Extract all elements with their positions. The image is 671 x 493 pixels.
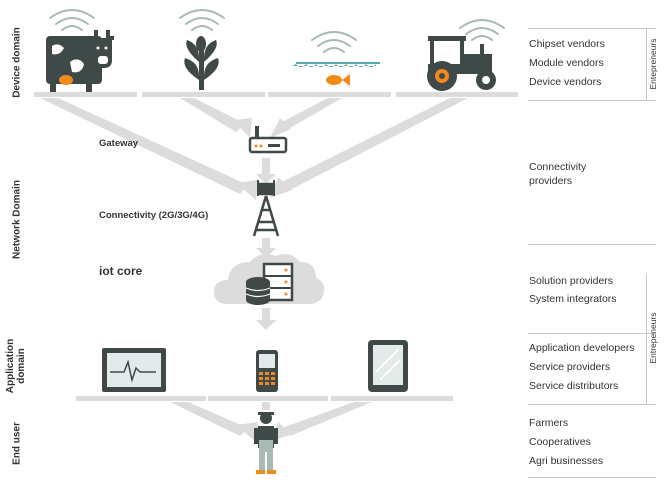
router-icon: [248, 126, 288, 154]
flow-arrows: [34, 92, 518, 442]
role-farmers: Farmers: [529, 417, 569, 429]
tablet-icon: [368, 340, 408, 392]
device-shelf: [142, 92, 265, 97]
cloud-server-icon: [214, 254, 325, 305]
arrow-to-tower: [282, 98, 468, 190]
arrowhead: [270, 177, 292, 198]
bracket-line: [646, 274, 647, 404]
arrowhead: [233, 118, 252, 138]
arrow-to-gateway: [282, 98, 342, 128]
role-solution-providers: Solution providers: [529, 275, 614, 287]
side-tag-middle: Entrepeneurs: [648, 312, 658, 364]
role-cooperatives: Cooperatives: [529, 436, 591, 448]
plant-icon: [184, 36, 219, 90]
app-shelf: [76, 396, 206, 401]
domain-label-application: Application domain: [5, 338, 27, 394]
cell-tower-icon: [252, 180, 280, 237]
device-shelf: [34, 92, 137, 97]
role-module-vendors: Module vendors: [529, 57, 604, 69]
side-tag-top: Entepreneurs: [648, 38, 658, 90]
arrow-to-gateway: [180, 98, 246, 132]
mobile-phone-icon: [256, 350, 278, 392]
farmer-icon: [254, 412, 278, 474]
role-device-vendors: Device vendors: [529, 76, 602, 88]
arrow-stem: [262, 402, 270, 410]
app-shelf: [331, 396, 453, 401]
role-connectivity: Connectivity: [529, 161, 587, 173]
role-service-distributors: Service distributors: [529, 380, 619, 392]
role-system-integrators: System integrators: [529, 293, 617, 305]
arrowhead: [256, 248, 276, 258]
arrowhead: [256, 320, 276, 330]
domain-label-device: Device domain: [11, 27, 23, 98]
arrowhead: [236, 422, 258, 442]
arrow-stem: [262, 308, 270, 322]
divider: [528, 28, 656, 29]
divider: [528, 477, 656, 478]
divider: [528, 244, 656, 245]
device-shelf: [268, 92, 391, 97]
domain-label-network: Network Domain: [11, 180, 23, 259]
divider: [528, 404, 656, 405]
signal-waves: [49, 9, 505, 53]
role-application-developers: Application developers: [529, 342, 635, 354]
device-shelf: [396, 92, 518, 97]
bracket-line: [646, 28, 647, 100]
arrowhead: [236, 180, 258, 200]
monitor-icon: [102, 348, 166, 392]
divider: [528, 100, 656, 101]
role-chipset-vendors: Chipset vendors: [529, 38, 605, 50]
cow-icon: [46, 30, 114, 92]
app-shelf: [208, 396, 328, 401]
role-agri-businesses: Agri businesses: [529, 455, 604, 467]
arrow-stem: [262, 158, 270, 176]
connectivity-label: Connectivity (2G/3G/4G): [99, 210, 209, 221]
arrow-stem: [262, 238, 270, 250]
arrowhead: [270, 118, 291, 138]
domain-label-end-user: End user: [11, 422, 23, 465]
role-connectivity-providers: providers: [529, 175, 573, 187]
arrow-to-user: [170, 402, 248, 436]
divider: [528, 333, 656, 334]
arrowhead: [256, 174, 276, 184]
arrow-to-user: [282, 402, 372, 436]
arrow-to-tower: [40, 98, 248, 194]
iot-core-label: iot core: [99, 264, 143, 278]
water-fish-icon: [292, 62, 380, 86]
gateway-label: Gateway: [99, 138, 139, 149]
role-service-providers: Service providers: [529, 361, 611, 373]
tractor-icon: [427, 36, 496, 91]
